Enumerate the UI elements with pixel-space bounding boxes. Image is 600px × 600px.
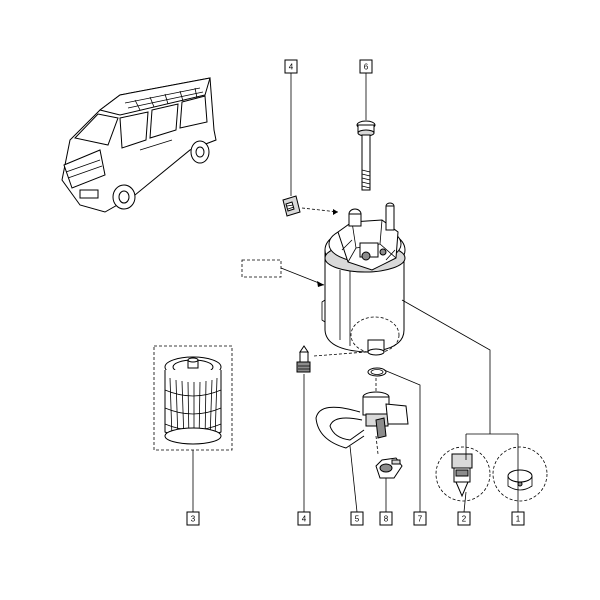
detail-view xyxy=(401,299,548,502)
callout-5: 5 xyxy=(350,511,364,526)
callout-7: 7 xyxy=(413,511,427,526)
callout-2: 2 xyxy=(457,511,471,526)
svg-text:5: 5 xyxy=(355,515,360,524)
svg-text:4: 4 xyxy=(289,63,294,72)
svg-text:1: 1 xyxy=(516,515,521,524)
svg-text:2: 2 xyxy=(462,515,467,524)
callout-4-top: 4 xyxy=(284,59,298,74)
drain-screw-lower xyxy=(296,345,311,373)
svg-text:3: 3 xyxy=(191,515,196,524)
label-placeholder-box xyxy=(241,259,282,278)
bleed-screw-top xyxy=(282,195,301,217)
heater-assembly-part xyxy=(315,391,409,449)
svg-text:7: 7 xyxy=(418,515,423,524)
callout-8: 8 xyxy=(379,511,393,526)
filter-housing-part xyxy=(321,202,406,356)
svg-text:4: 4 xyxy=(302,515,307,524)
callout-6: 6 xyxy=(359,59,373,74)
svg-text:8: 8 xyxy=(384,515,389,524)
van-illustration xyxy=(61,77,217,213)
callout-1: 1 xyxy=(511,511,525,526)
filter-cartridge-part xyxy=(153,345,233,451)
leader-lines xyxy=(192,73,519,513)
bleed-screw-top-arrow xyxy=(301,207,339,213)
long-bolt-part xyxy=(356,120,376,191)
svg-text:6: 6 xyxy=(364,63,369,72)
sensor-cap-part xyxy=(375,457,403,479)
callout-3: 3 xyxy=(186,511,200,526)
callout-4-bottom: 4 xyxy=(297,511,311,526)
